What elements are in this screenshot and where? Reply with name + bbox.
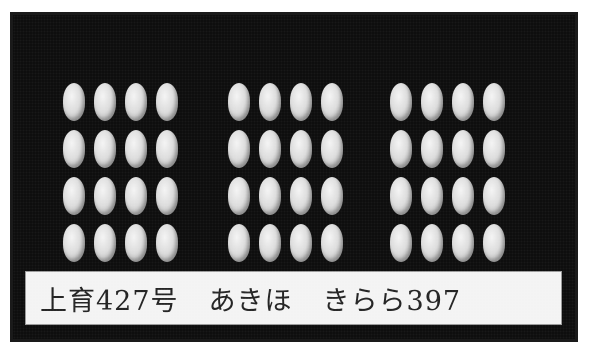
variety-label-2: あきほ — [208, 285, 293, 317]
rice-grain — [259, 224, 281, 262]
grain-grid — [63, 83, 178, 262]
rice-grain — [94, 130, 116, 168]
grain-group-2 — [228, 83, 343, 262]
rice-grain — [290, 224, 312, 262]
grain-group-1 — [63, 83, 178, 262]
rice-grain — [63, 130, 85, 168]
variety-label-3: きらら397 — [322, 285, 462, 317]
rice-grain — [156, 83, 178, 121]
rice-grain — [483, 224, 505, 262]
rice-grain — [228, 224, 250, 262]
variety-caption: 上育427号 あきほ きらら397 — [25, 271, 562, 325]
rice-grain — [125, 177, 147, 215]
grain-grid — [390, 83, 505, 262]
rice-grain — [156, 177, 178, 215]
rice-grain — [483, 83, 505, 121]
rice-grain — [452, 83, 474, 121]
rice-grain — [452, 224, 474, 262]
rice-grain — [63, 224, 85, 262]
rice-grain — [228, 130, 250, 168]
rice-grain — [156, 130, 178, 168]
rice-grain — [321, 224, 343, 262]
rice-grain — [321, 130, 343, 168]
grain-grid — [228, 83, 343, 262]
rice-grain — [259, 130, 281, 168]
rice-grain — [94, 83, 116, 121]
variety-label-1: 上育427号 — [40, 285, 179, 317]
rice-grain — [94, 177, 116, 215]
rice-grain — [228, 83, 250, 121]
rice-grain — [259, 177, 281, 215]
rice-grain — [63, 83, 85, 121]
rice-grain — [421, 130, 443, 168]
rice-grain — [390, 130, 412, 168]
rice-grain — [228, 177, 250, 215]
rice-grain — [421, 177, 443, 215]
rice-grain — [290, 130, 312, 168]
rice-grain — [483, 130, 505, 168]
rice-grain — [290, 177, 312, 215]
rice-grain — [321, 177, 343, 215]
rice-grain-photo: 上育427号 あきほ きらら397 — [10, 12, 578, 342]
rice-grain — [259, 83, 281, 121]
rice-grain — [483, 177, 505, 215]
rice-grain — [94, 224, 116, 262]
rice-grain — [125, 83, 147, 121]
rice-grain — [421, 224, 443, 262]
rice-grain — [452, 177, 474, 215]
rice-grain — [390, 224, 412, 262]
rice-grain — [125, 224, 147, 262]
grain-group-3 — [390, 83, 505, 262]
rice-grain — [290, 83, 312, 121]
rice-grain — [452, 130, 474, 168]
rice-grain — [421, 83, 443, 121]
rice-grain — [125, 130, 147, 168]
rice-grain — [390, 177, 412, 215]
rice-grain — [390, 83, 412, 121]
rice-grain — [63, 177, 85, 215]
rice-grain — [321, 83, 343, 121]
rice-grain — [156, 224, 178, 262]
